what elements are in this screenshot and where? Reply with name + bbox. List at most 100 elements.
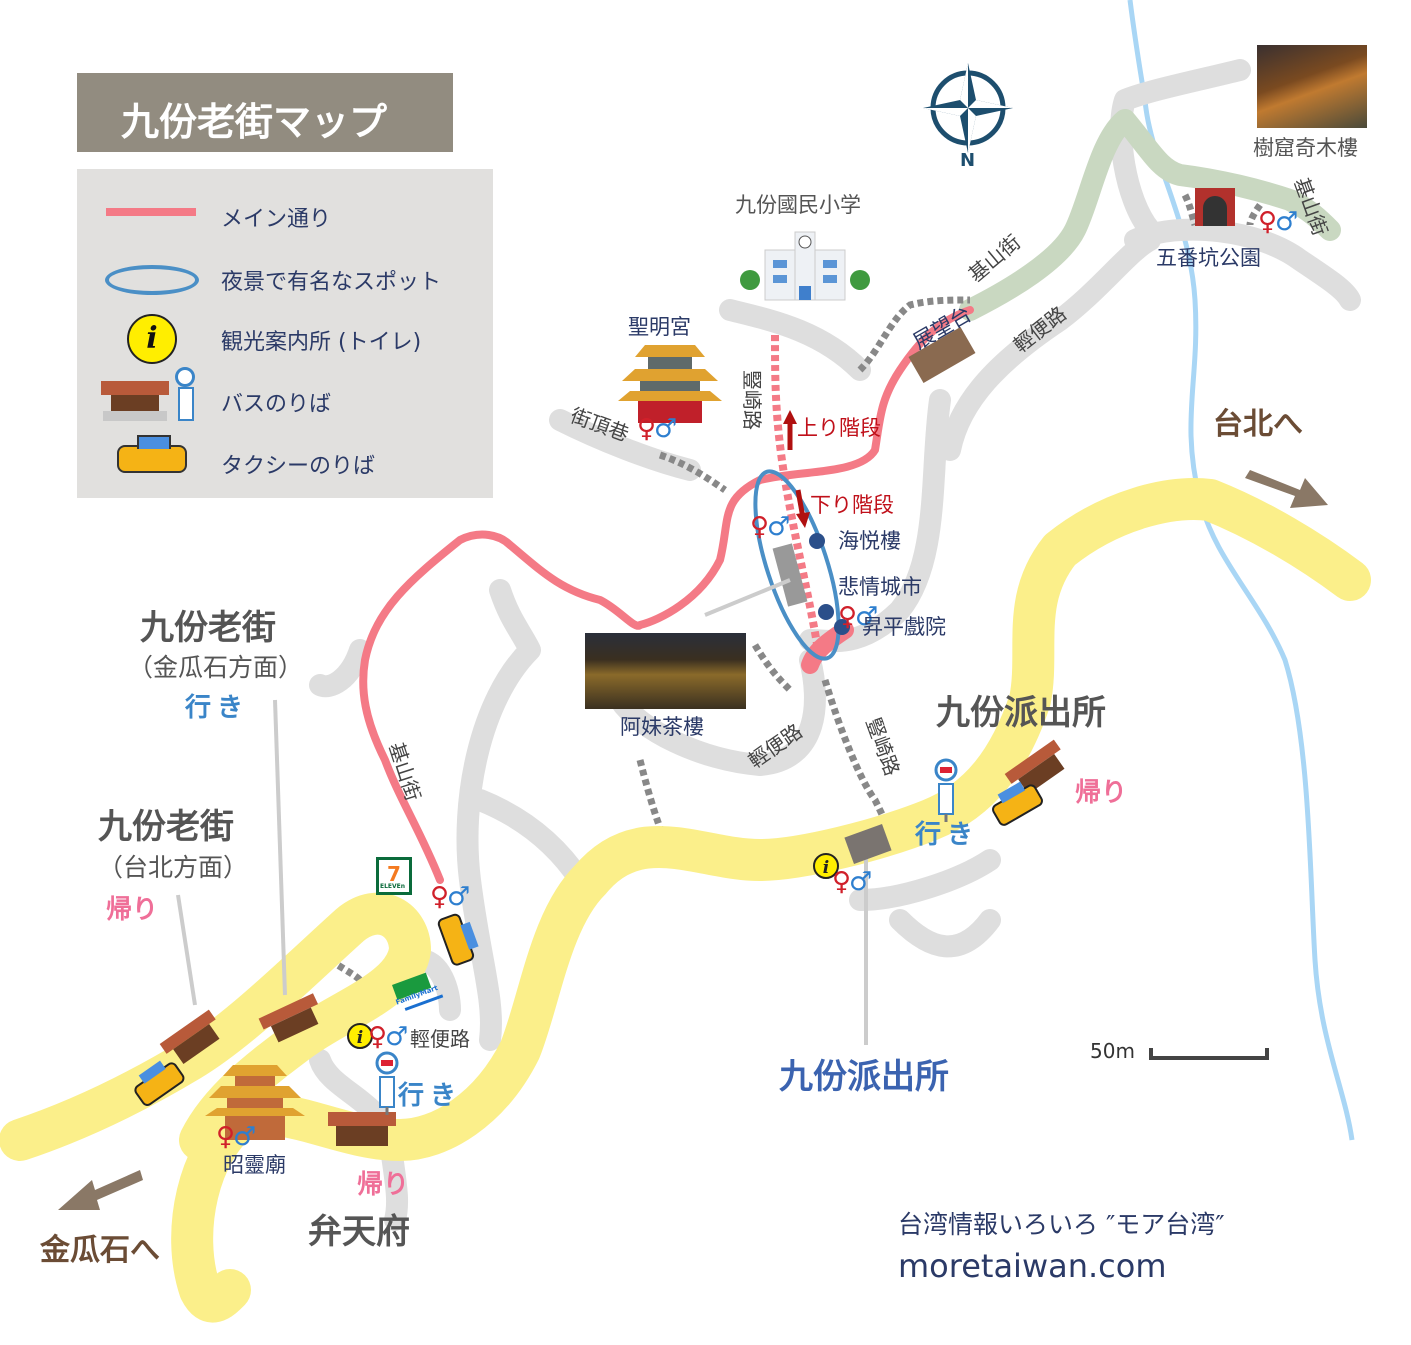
label-shengping: 昇平戲院 (862, 615, 946, 639)
bus-stop-sign-icon (934, 758, 958, 822)
map-title-box: 九份老街マップ (77, 73, 453, 152)
police-station-icon (844, 824, 892, 864)
school-icon (740, 231, 870, 301)
up-arrow-icon (783, 410, 797, 450)
svg-text:♀: ♀ (430, 882, 449, 912)
label-zhaoling-temple: 昭靈廟 (223, 1153, 286, 1177)
label-to-taipei: 台北へ (1213, 407, 1303, 442)
restroom-icon: ♀♂ ♀♂ ♀♂ ♀♂ ♀♂ ♀♂ ♀♂ ♀♂ (216, 207, 1298, 1152)
svg-text:♂: ♂ (385, 1022, 408, 1052)
svg-text:i: i (823, 858, 829, 878)
label-beiqing: 悲情城市 (838, 575, 922, 599)
svg-text:♀: ♀ (838, 602, 857, 632)
amei-teahouse-photo (585, 633, 746, 709)
legend-taxi: タクシーのりば (221, 454, 376, 479)
shengming-temple-icon (618, 345, 722, 423)
label-bentenfu-return: 帰り (357, 1170, 410, 1200)
label-police-return: 帰り (1075, 778, 1128, 808)
svg-text:♀: ♀ (637, 414, 656, 444)
scale-bar (1149, 1048, 1269, 1060)
label-bentenfu-go: 行き (398, 1081, 463, 1111)
bus-shelter-icon (328, 1112, 396, 1146)
svg-text:♂: ♂ (767, 512, 790, 542)
bus-shelter-base (111, 395, 159, 411)
svg-text:♀: ♀ (1258, 207, 1277, 237)
bus-stop-sign-icon (375, 1051, 399, 1115)
label-stairs-up: 上り階段 (797, 416, 881, 440)
svg-text:♂: ♂ (654, 414, 677, 444)
bus-shelter-icon (258, 993, 319, 1043)
label-shengming-temple: 聖明宮 (628, 315, 691, 339)
bus-shelter-floor (103, 411, 167, 421)
credit-line1: 台湾情報いろいろ ″モア台湾″ (898, 1210, 1225, 1239)
svg-text:♀: ♀ (750, 512, 769, 542)
taxi-icon (437, 913, 479, 966)
stair-paths (328, 193, 1263, 1034)
label-stop-taipei-return: 帰り (106, 895, 159, 925)
taxi-icon (992, 781, 1043, 826)
main-street (359, 306, 974, 884)
legend-main-street: メイン通り (221, 207, 332, 232)
taxi-icon (134, 1060, 185, 1106)
info-icon: i (347, 1023, 373, 1049)
svg-text:i: i (357, 1028, 363, 1048)
label-qingbian-bottom: 輕便路 (410, 1027, 470, 1051)
svg-text:♂: ♂ (1275, 207, 1298, 237)
taxi-icon (117, 445, 187, 473)
bus-sign-board (178, 387, 194, 421)
svg-text:♀: ♀ (832, 867, 851, 897)
mine-tunnel-icon (1195, 188, 1235, 226)
bus-stop-icon (101, 381, 169, 395)
shuqi-building-photo (1257, 45, 1367, 128)
svg-text:♂: ♂ (233, 1122, 256, 1152)
seven-eleven-logo: 7 (376, 857, 412, 895)
bus-sign-icon (175, 367, 195, 387)
zhaoling-temple-icon (205, 1065, 305, 1140)
night-view-spot (753, 469, 841, 661)
compass-icon (923, 63, 1013, 153)
svg-text:7: 7 (387, 862, 401, 886)
scale-label: 50m (1090, 1039, 1135, 1063)
blue-ellipse-swatch (105, 265, 199, 295)
pink-line-swatch (106, 208, 196, 216)
compass-n-label: N (960, 150, 976, 171)
label-police-go: 行き (915, 820, 980, 850)
label-haiyuelou: 海悦樓 (838, 529, 901, 553)
shengping-dot (834, 619, 850, 635)
jishan-street-upper (959, 109, 1341, 321)
taxi-window (137, 435, 171, 449)
label-bentenfu: 弁天府 (308, 1212, 410, 1252)
label-to-jinguashi: 金瓜石へ (40, 1233, 160, 1268)
info-icon: i (127, 314, 177, 364)
label-stop-jinguashi-go: 行き (185, 693, 250, 723)
label-stop-taipei-sub: （台北方面） (98, 853, 249, 882)
svg-text:♂: ♂ (855, 602, 878, 632)
label-stop-jinguashi: 九份老街 (140, 608, 276, 648)
observatory-icon (908, 327, 976, 383)
svg-text:♂: ♂ (849, 867, 872, 897)
legend-bus: バスのりば (221, 392, 332, 417)
label-shuqi-top: 豎崎路 (740, 370, 764, 430)
label-stop-jinguashi-sub: （金瓜石方面） (128, 653, 304, 682)
label-school: 九份國民小学 (735, 193, 861, 217)
map-title: 九份老街マップ (121, 100, 388, 144)
seven-eleven-text: ELEVEn (380, 883, 406, 890)
label-shuqi-building: 樹窟奇木樓 (1253, 136, 1358, 160)
label-police-lower: 九份派出所 (779, 1057, 949, 1097)
svg-text:♀: ♀ (368, 1022, 387, 1052)
label-amei: 阿妹茶樓 (620, 715, 704, 739)
jinguashi-arrow-icon (58, 1170, 143, 1210)
svg-text:♀: ♀ (216, 1122, 235, 1152)
credit-line2: moretaiwan.com (898, 1247, 1167, 1285)
bus-shelter-icon (1004, 739, 1065, 795)
bus-shelter-icon (159, 1009, 220, 1065)
legend-night-spot: 夜景で有名なスポット (221, 270, 442, 295)
taipei-arrow-icon (1245, 470, 1328, 508)
down-arrow-icon (795, 489, 810, 528)
beiqing-dot (818, 604, 834, 620)
legend: メイン通り 夜景で有名なスポット i 観光案内所 (トイレ) バスのりば タクシ… (77, 169, 493, 498)
haiyuelou-dot (809, 533, 825, 549)
svg-text:♂: ♂ (447, 882, 470, 912)
label-stop-taipei: 九份老街 (98, 807, 234, 847)
